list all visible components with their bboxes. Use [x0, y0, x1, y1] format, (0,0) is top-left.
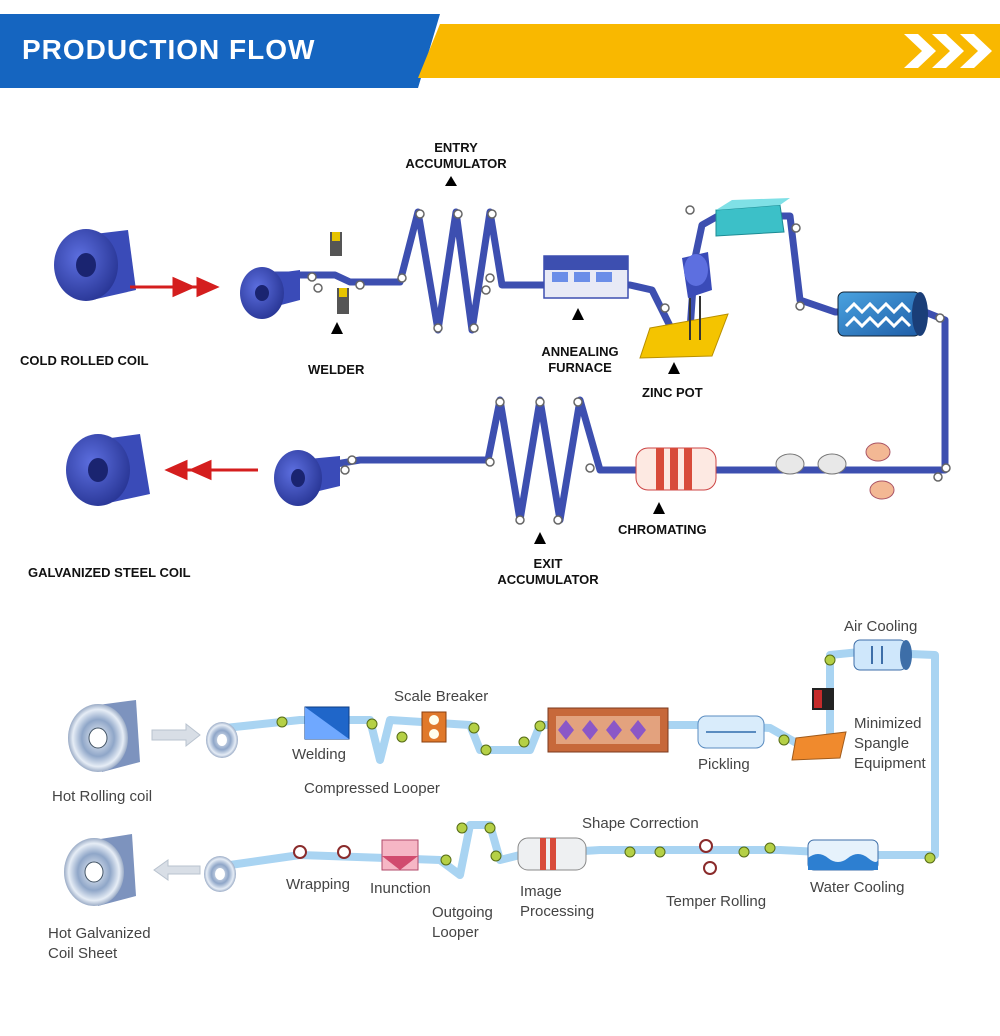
- label-image-processing-line2: Processing: [520, 903, 595, 920]
- page-title: PRODUCTION FLOW: [22, 34, 316, 65]
- label-welding: Welding: [292, 746, 346, 763]
- label-hot-galvanized-line2: Coil Sheet: [48, 945, 118, 962]
- quench-tank-icon: [837, 291, 928, 337]
- label-welder: WELDER: [308, 362, 365, 377]
- label-annealing-furnace-line2: FURNACE: [548, 360, 612, 375]
- label-hot-galvanized-coil-sheet: Hot Galvanized Coil Sheet: [48, 924, 151, 964]
- label-exit-accumulator-line1: EXIT: [533, 556, 563, 571]
- cooling-tower-icon: [715, 198, 790, 237]
- top-process: [54, 176, 951, 544]
- label-water-cooling: Water Cooling: [810, 879, 905, 896]
- label-scale-breaker: Scale Breaker: [394, 688, 489, 705]
- inunction-icon: [381, 839, 419, 871]
- label-outgoing-looper-line2: Looper: [432, 924, 479, 941]
- galvanized-steel-coil-icon: [66, 434, 150, 506]
- label-image-processing: Image Processing: [520, 882, 594, 922]
- label-exit-accumulator: EXIT ACCUMULATOR: [488, 556, 608, 588]
- label-minimized-spangle-equipment: Minimized Spangle Equipment: [854, 714, 926, 774]
- label-compressed-looper: Compressed Looper: [304, 780, 440, 797]
- label-minimized-line1: Minimized: [854, 715, 922, 732]
- finishing-rolls-icon: [775, 442, 895, 500]
- cold-rolled-coil-icon: [54, 229, 136, 301]
- label-air-cooling: Air Cooling: [844, 618, 918, 635]
- hot-galvanized-coil-icon: [64, 834, 136, 906]
- label-minimized-line2: Spangle: [854, 735, 910, 752]
- label-wrapping: Wrapping: [286, 876, 350, 893]
- welder-icon: [330, 232, 349, 334]
- zinc-pot-icon: [639, 252, 729, 374]
- header-banner: [0, 14, 1000, 88]
- water-cooling-icon: [807, 839, 879, 871]
- label-exit-accumulator-line2: ACCUMULATOR: [497, 572, 599, 587]
- pickling-icon: [697, 715, 765, 749]
- hot-rolling-coil-icon: [68, 700, 140, 772]
- zinc-bath-light-icon: [791, 688, 847, 761]
- label-chromating: CHROMATING: [618, 522, 707, 537]
- pickling-tank-icon: [547, 707, 669, 753]
- label-entry-accumulator-line1: ENTRY: [434, 140, 478, 155]
- label-minimized-line3: Equipment: [854, 755, 926, 772]
- label-annealing-furnace-line1: ANNEALING: [541, 344, 619, 359]
- label-inunction: Inunction: [370, 880, 431, 897]
- label-cold-rolled-coil: COLD ROLLED COIL: [20, 353, 149, 368]
- label-entry-accumulator: ENTRY ACCUMULATOR: [396, 140, 516, 172]
- header-yellow-band: [418, 24, 1000, 78]
- label-hot-galvanized-line1: Hot Galvanized: [48, 925, 151, 942]
- chromating-icon: [635, 447, 717, 514]
- output-arrow-light-icon: [153, 859, 201, 881]
- uncoiler-icon: [240, 267, 300, 319]
- input-arrow-icon: [130, 276, 220, 298]
- line-rollers: [276, 654, 936, 866]
- label-image-processing-line1: Image: [520, 883, 562, 900]
- label-hot-rolling-coil: Hot Rolling coil: [52, 788, 153, 805]
- label-annealing-furnace: ANNEALING FURNACE: [520, 344, 640, 376]
- output-arrow-icon: [164, 459, 258, 481]
- image-processing-icon: [517, 837, 587, 871]
- scale-breaker-icon: [421, 711, 447, 743]
- recoiler-icon: [274, 450, 340, 506]
- chevrons-icon: [904, 34, 992, 68]
- guide-rollers: [307, 205, 951, 525]
- wrapping-rollers: [293, 839, 717, 875]
- label-outgoing-looper: Outgoing Looper: [432, 903, 493, 943]
- label-shape-correction: Shape Correction: [582, 815, 699, 832]
- label-entry-accumulator-line2: ACCUMULATOR: [405, 156, 507, 171]
- label-pickling: Pickling: [698, 756, 750, 773]
- uncoiler-light-icon: [206, 722, 238, 758]
- air-cooling-icon: [853, 639, 912, 671]
- entry-accumulator-marker: [445, 176, 457, 186]
- annealing-furnace-icon: [543, 255, 629, 320]
- label-galvanized-steel-coil: GALVANIZED STEEL COIL: [28, 565, 191, 580]
- strip-line-upper: [262, 208, 949, 524]
- exit-accumulator-marker: [534, 532, 546, 544]
- welding-icon: [304, 706, 350, 740]
- label-zinc-pot: ZINC POT: [642, 385, 703, 400]
- recoiler-light-icon: [204, 856, 236, 892]
- bottom-process: [64, 639, 939, 906]
- label-outgoing-looper-line1: Outgoing: [432, 904, 493, 921]
- label-temper-rolling: Temper Rolling: [666, 893, 767, 910]
- input-arrow-light-icon: [151, 722, 201, 748]
- header-blue-band: [0, 14, 440, 88]
